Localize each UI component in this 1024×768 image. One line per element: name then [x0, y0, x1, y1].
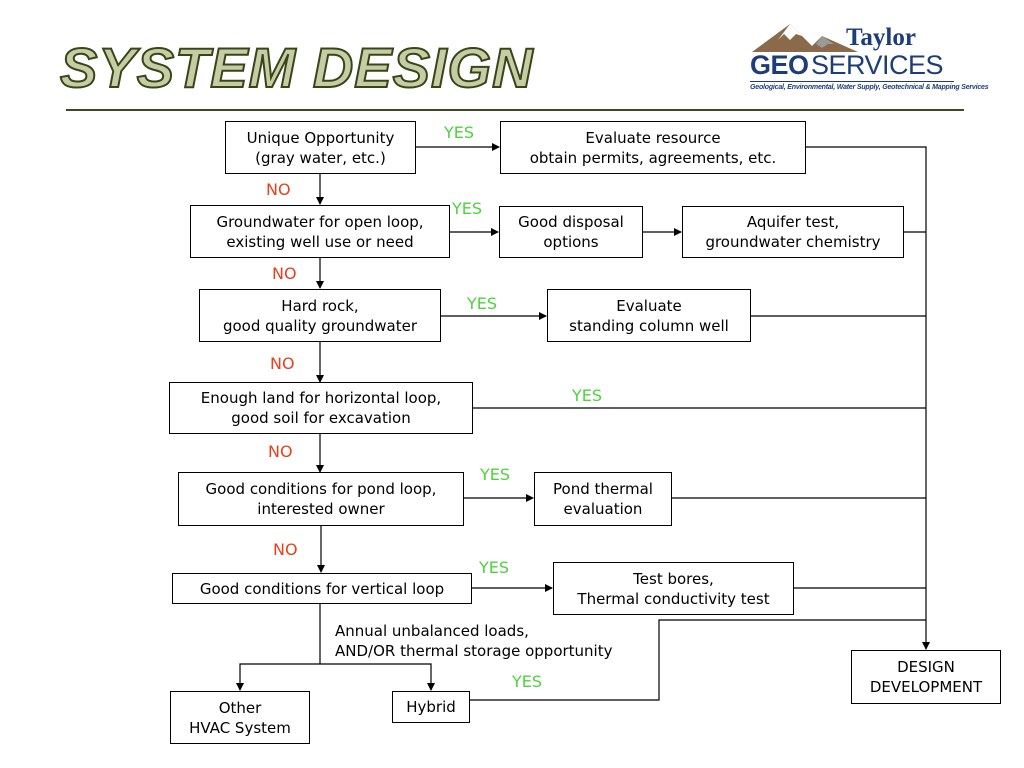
box-aquifer-test: Aquifer test, groundwater chemistry: [682, 206, 904, 258]
label-yes-5: YES: [480, 465, 511, 484]
line-hybrid-to-design: [470, 619, 926, 701]
box-pond-loop: Good conditions for pond loop, intereste…: [178, 472, 464, 526]
label-yes-2: YES: [452, 199, 483, 218]
box-standing-column: Evaluate standing column well: [547, 289, 751, 342]
logo-services-text: SERVICES: [811, 50, 944, 80]
box-enough-land: Enough land for horizontal loop, good so…: [169, 382, 473, 434]
logo-divider: [750, 81, 954, 82]
box-test-bores: Test bores, Thermal conductivity test: [553, 562, 794, 615]
label-no-3: NO: [270, 354, 295, 373]
box-unique-opportunity: Unique Opportunity (gray water, etc.): [225, 121, 416, 174]
box-good-disposal: Good disposal options: [499, 206, 643, 258]
logo-taylor-text: Taylor: [846, 24, 916, 51]
box-pond-thermal: Pond thermal evaluation: [534, 472, 672, 526]
line-resource-to-design: [806, 146, 930, 650]
box-other-hvac: Other HVAC System: [170, 691, 310, 744]
label-no-2: NO: [272, 264, 297, 283]
label-yes-1: YES: [444, 123, 475, 142]
label-yes-3: YES: [467, 294, 498, 313]
arrow-to-hybrid: [320, 663, 435, 691]
arrow-to-other-hvac: [236, 663, 320, 691]
box-design-development: DESIGN DEVELOPMENT: [851, 650, 1001, 704]
box-evaluate-resource: Evaluate resource obtain permits, agreem…: [500, 121, 806, 174]
box-groundwater: Groundwater for open loop, existing well…: [190, 205, 450, 258]
box-vertical-loop: Good conditions for vertical loop: [172, 573, 472, 604]
logo-tagline: Geological, Environmental, Water Supply,…: [750, 84, 989, 91]
mountain-logo-icon: [752, 24, 858, 52]
label-yes-4: YES: [572, 386, 603, 405]
company-logo: Taylor GEO SERVICES Geological, Environm…: [748, 22, 989, 98]
label-no-1: NO: [266, 180, 291, 199]
label-yes-6: YES: [479, 558, 510, 577]
label-yes-7: YES: [512, 672, 543, 691]
box-hybrid: Hybrid: [392, 691, 470, 723]
logo-geo-text: GEO: [750, 50, 809, 80]
label-no-5: NO: [273, 540, 298, 559]
annotation-unbalanced-loads: Annual unbalanced loads, AND/OR thermal …: [335, 622, 613, 660]
title-underline: [66, 109, 964, 111]
page-title: SYSTEM DESIGN: [59, 35, 534, 100]
box-hard-rock: Hard rock, good quality groundwater: [199, 289, 441, 342]
label-no-4: NO: [268, 442, 293, 461]
